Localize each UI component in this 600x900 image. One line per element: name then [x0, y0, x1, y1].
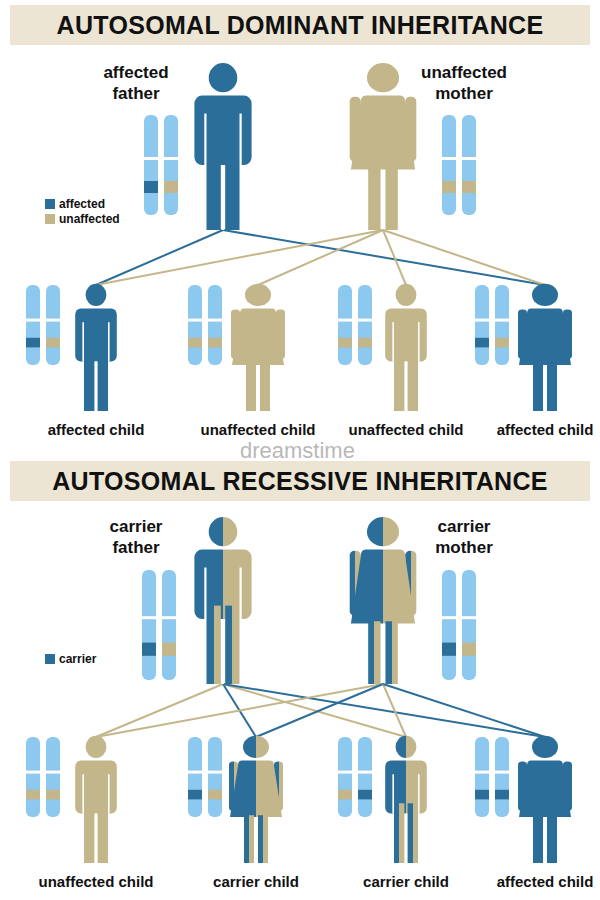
legend-item: carrier	[45, 652, 96, 666]
inheritance-line	[383, 684, 545, 737]
person: affected father	[190, 62, 256, 230]
chromosome-pair	[142, 570, 176, 680]
male-figure	[382, 735, 430, 863]
chromosome-pair	[475, 285, 509, 365]
male-figure	[72, 283, 120, 411]
inheritance-line	[96, 230, 383, 285]
legend-swatch	[45, 214, 55, 224]
inheritance-line	[256, 684, 383, 737]
inheritance-line	[223, 684, 545, 737]
parent-label: carrier father	[86, 516, 186, 559]
parent-label: unaffected mother	[414, 62, 514, 105]
watermark: dreamstime	[240, 438, 355, 464]
child-label: unaffected child	[349, 421, 464, 438]
chromosome-pair	[188, 285, 222, 365]
person: carrier father	[190, 516, 256, 684]
male-figure	[190, 62, 256, 230]
legend-swatch	[45, 199, 55, 209]
person: affected child	[515, 283, 575, 411]
female-figure	[226, 735, 286, 863]
person: carrier child	[382, 735, 430, 863]
inheritance-line	[96, 230, 223, 285]
legend-item: affected	[45, 197, 105, 211]
legend-text: carrier	[59, 652, 96, 666]
inheritance-line	[223, 230, 545, 285]
person: carrier mother	[346, 516, 420, 684]
child-label: carrier child	[213, 873, 299, 890]
legend-swatch	[45, 654, 55, 664]
chromosome-pair	[442, 570, 476, 680]
chromosome-pair	[26, 737, 60, 817]
female-figure	[515, 735, 575, 863]
person: unaffected child	[72, 735, 120, 863]
heading-text: AUTOSOMAL RECESSIVE INHERITANCE	[52, 467, 547, 496]
male-figure	[72, 735, 120, 863]
inheritance-line	[383, 230, 545, 285]
chromosome-pair	[338, 285, 372, 365]
person: unaffected mother	[346, 62, 420, 230]
person: unaffected child	[382, 283, 430, 411]
chromosome-pair	[475, 737, 509, 817]
chromosome-pair	[26, 285, 60, 365]
female-figure	[515, 283, 575, 411]
male-figure	[382, 283, 430, 411]
child-label: carrier child	[363, 873, 449, 890]
person: affected child	[515, 735, 575, 863]
child-label: unaffected child	[39, 873, 154, 890]
parent-label: affected father	[86, 62, 186, 105]
child-label: affected child	[497, 873, 594, 890]
chromosome-pair	[188, 737, 222, 817]
chromosome-pair	[144, 115, 178, 215]
child-label: affected child	[48, 421, 145, 438]
section-heading: AUTOSOMAL RECESSIVE INHERITANCE	[10, 461, 590, 501]
female-figure	[228, 283, 288, 411]
legend-text: affected	[59, 197, 105, 211]
legend-item: unaffected	[45, 212, 120, 226]
person: affected child	[72, 283, 120, 411]
section-heading: AUTOSOMAL DOMINANT INHERITANCE	[10, 5, 590, 45]
female-figure	[346, 516, 420, 684]
inheritance-line	[96, 684, 223, 737]
legend-text: unaffected	[59, 212, 120, 226]
inheritance-line	[383, 230, 406, 285]
child-label: affected child	[497, 421, 594, 438]
inheritance-line	[96, 684, 383, 737]
person: unaffected child	[228, 283, 288, 411]
inheritance-line	[258, 230, 383, 285]
heading-text: AUTOSOMAL DOMINANT INHERITANCE	[57, 11, 544, 40]
child-label: unaffected child	[201, 421, 316, 438]
chromosome-pair	[338, 737, 372, 817]
male-figure	[190, 516, 256, 684]
chromosome-pair	[442, 115, 476, 215]
inheritance-line	[383, 684, 406, 737]
parent-label: carrier mother	[414, 516, 514, 559]
female-figure	[346, 62, 420, 230]
person: carrier child	[226, 735, 286, 863]
